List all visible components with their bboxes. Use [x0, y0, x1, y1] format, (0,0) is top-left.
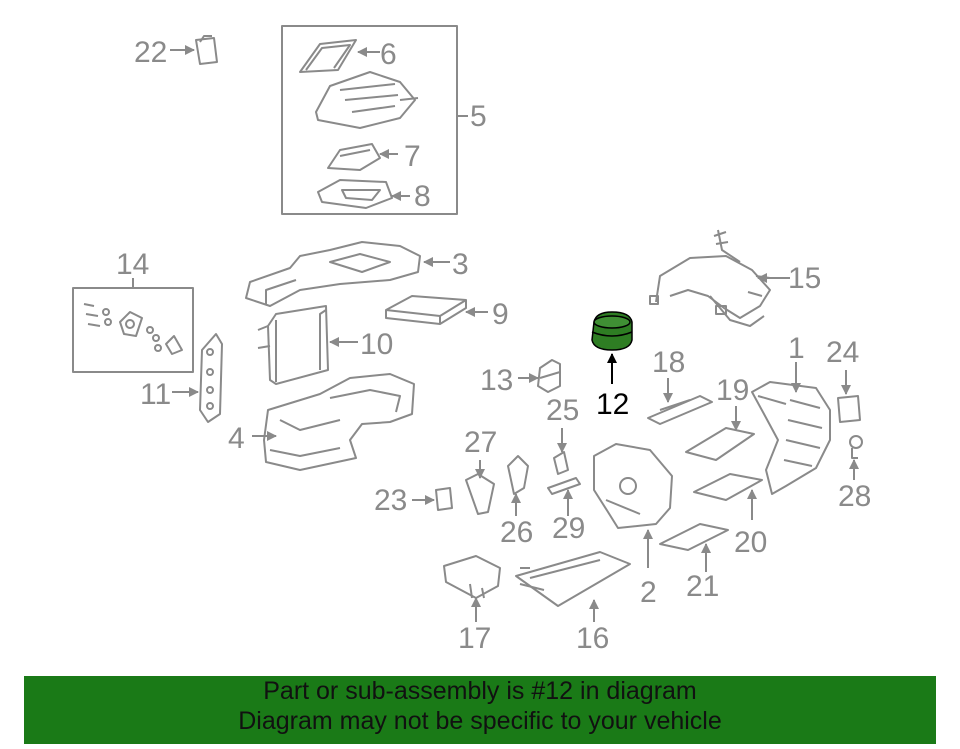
- callout-19: 19: [716, 374, 750, 407]
- part-7-door[interactable]: [327, 143, 381, 171]
- part-9-cabin-filter[interactable]: [385, 295, 467, 325]
- callout-9: 9: [492, 298, 509, 331]
- part-23-connector[interactable]: [435, 487, 453, 511]
- callout-3: 3: [452, 248, 469, 281]
- part-6-seal[interactable]: [299, 39, 357, 73]
- callout-6: 6: [380, 38, 397, 71]
- part-25-clip[interactable]: [553, 451, 569, 475]
- callout-23: 23: [374, 484, 408, 517]
- assembly-5-box: [281, 25, 458, 215]
- part-5-housing[interactable]: [315, 71, 419, 129]
- notice-banner: Part or sub-assembly is #12 in diagram D…: [24, 676, 936, 744]
- callout-12[interactable]: 12: [596, 388, 630, 421]
- part-21-door[interactable]: [659, 523, 729, 551]
- callout-1: 1: [788, 332, 805, 365]
- callout-15: 15: [788, 262, 822, 295]
- part-18-actuator[interactable]: [647, 395, 713, 425]
- callout-27: 27: [464, 426, 498, 459]
- part-8-frame[interactable]: [317, 179, 393, 209]
- part-12-blower-motor[interactable]: [591, 311, 633, 351]
- part-14-fasteners[interactable]: [83, 303, 183, 355]
- part-11-seal[interactable]: [199, 333, 223, 423]
- callout-20: 20: [734, 526, 768, 559]
- part-26-lever[interactable]: [507, 455, 529, 495]
- part-4-lower-case[interactable]: [263, 373, 415, 471]
- part-19-door[interactable]: [685, 427, 755, 461]
- callout-11: 11: [140, 378, 172, 411]
- part-3-duct[interactable]: [245, 241, 421, 307]
- callout-18: 18: [652, 346, 686, 379]
- kit-14-box: [72, 287, 194, 373]
- part-22-clip[interactable]: [195, 35, 218, 65]
- callout-16: 16: [576, 622, 610, 655]
- part-20-door[interactable]: [693, 473, 763, 501]
- part-17-actuator[interactable]: [443, 555, 501, 599]
- callout-29: 29: [552, 512, 586, 545]
- part-15-wiring-harness[interactable]: [649, 229, 771, 327]
- callout-5: 5: [470, 100, 487, 133]
- callout-26: 26: [500, 516, 534, 549]
- callout-24: 24: [826, 336, 860, 369]
- callout-14: 14: [116, 248, 150, 281]
- callout-8: 8: [414, 180, 431, 213]
- banner-line-2: Diagram may not be specific to your vehi…: [238, 707, 722, 735]
- callout-7: 7: [404, 140, 421, 173]
- part-24-sensor[interactable]: [837, 395, 861, 423]
- part-2-blower-case[interactable]: [593, 443, 673, 529]
- callout-25: 25: [546, 394, 580, 427]
- part-1-case[interactable]: [751, 381, 831, 495]
- callout-17: 17: [458, 622, 492, 655]
- part-13-resistor[interactable]: [537, 359, 561, 393]
- banner-line-1: Part or sub-assembly is #12 in diagram: [263, 677, 697, 705]
- part-16-evaporator[interactable]: [515, 551, 631, 607]
- callout-22: 22: [134, 36, 168, 69]
- part-27-bracket[interactable]: [465, 473, 495, 515]
- part-29-link[interactable]: [547, 477, 581, 495]
- part-28-screw[interactable]: [849, 435, 863, 459]
- callout-21: 21: [686, 570, 720, 603]
- callout-4: 4: [228, 422, 245, 455]
- callout-2: 2: [640, 576, 657, 609]
- callout-10: 10: [360, 328, 394, 361]
- callout-13: 13: [480, 364, 514, 397]
- callout-28: 28: [838, 480, 872, 513]
- part-10-heater-core[interactable]: [257, 305, 329, 385]
